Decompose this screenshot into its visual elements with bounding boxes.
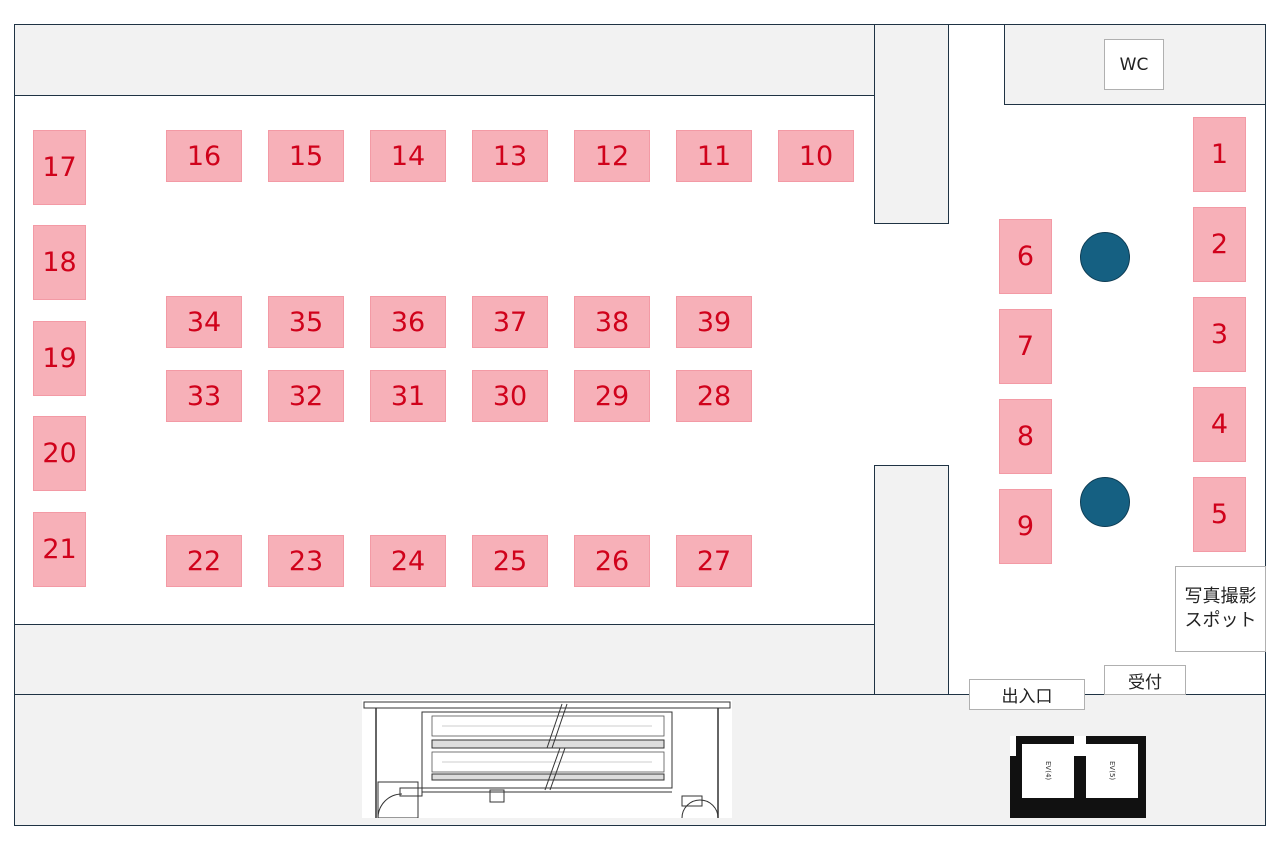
reception[interactable]: 受付 [1104, 665, 1186, 695]
reception-text: 受付 [1128, 672, 1162, 693]
booth-8[interactable]: 8 [999, 399, 1052, 474]
wc-label: WC [1104, 39, 1164, 90]
booth-34[interactable]: 34 [166, 296, 242, 348]
booth-38[interactable]: 38 [574, 296, 650, 348]
elevator-icon: EV(4) EV(5) [1010, 736, 1146, 818]
booth-35[interactable]: 35 [268, 296, 344, 348]
booth-13[interactable]: 13 [472, 130, 548, 182]
booth-20[interactable]: 20 [33, 416, 86, 491]
booth-23[interactable]: 23 [268, 535, 344, 587]
elevator-gap [1074, 736, 1086, 756]
circle-pillar-icon [1080, 477, 1130, 527]
bottom-wall [14, 624, 875, 695]
booth-10[interactable]: 10 [778, 130, 854, 182]
booth-28[interactable]: 28 [676, 370, 752, 422]
booth-33[interactable]: 33 [166, 370, 242, 422]
photo-spot-line1: 写真撮影 [1184, 586, 1257, 607]
entrance[interactable]: 出入口 [969, 679, 1085, 710]
booth-6[interactable]: 6 [999, 219, 1052, 294]
wc-text: WC [1119, 54, 1149, 75]
partition-upper [874, 24, 949, 224]
booth-7[interactable]: 7 [999, 309, 1052, 384]
booth-4[interactable]: 4 [1193, 387, 1246, 462]
booth-22[interactable]: 22 [166, 535, 242, 587]
booth-31[interactable]: 31 [370, 370, 446, 422]
booth-19[interactable]: 19 [33, 321, 86, 396]
elevator-4[interactable]: EV(4) [1022, 744, 1074, 798]
top-wall [14, 24, 875, 96]
booth-37[interactable]: 37 [472, 296, 548, 348]
escalator-drawing [363, 701, 731, 819]
booth-1[interactable]: 1 [1193, 117, 1246, 192]
booth-25[interactable]: 25 [472, 535, 548, 587]
photo-spot[interactable]: 写真撮影 スポット [1175, 566, 1266, 652]
elevator-5-label: EV(5) [1108, 761, 1116, 781]
partition-lower [874, 465, 949, 695]
elevator-4-label: EV(4) [1044, 761, 1052, 781]
booth-15[interactable]: 15 [268, 130, 344, 182]
escalator-icon [362, 700, 732, 819]
booth-39[interactable]: 39 [676, 296, 752, 348]
booth-14[interactable]: 14 [370, 130, 446, 182]
elevator-wall-left [1010, 736, 1016, 756]
booth-32[interactable]: 32 [268, 370, 344, 422]
booth-11[interactable]: 11 [676, 130, 752, 182]
booth-30[interactable]: 30 [472, 370, 548, 422]
booth-17[interactable]: 17 [33, 130, 86, 205]
booth-26[interactable]: 26 [574, 535, 650, 587]
booth-27[interactable]: 27 [676, 535, 752, 587]
booth-3[interactable]: 3 [1193, 297, 1246, 372]
booth-29[interactable]: 29 [574, 370, 650, 422]
photo-spot-line2: スポット [1184, 610, 1257, 631]
booth-12[interactable]: 12 [574, 130, 650, 182]
booth-21[interactable]: 21 [33, 512, 86, 587]
booth-2[interactable]: 2 [1193, 207, 1246, 282]
circle-pillar-icon [1080, 232, 1130, 282]
booth-5[interactable]: 5 [1193, 477, 1246, 552]
booth-16[interactable]: 16 [166, 130, 242, 182]
elevator-5[interactable]: EV(5) [1086, 744, 1138, 798]
booth-18[interactable]: 18 [33, 225, 86, 300]
booth-24[interactable]: 24 [370, 535, 446, 587]
booth-9[interactable]: 9 [999, 489, 1052, 564]
entrance-text: 出入口 [1001, 687, 1053, 707]
booth-36[interactable]: 36 [370, 296, 446, 348]
